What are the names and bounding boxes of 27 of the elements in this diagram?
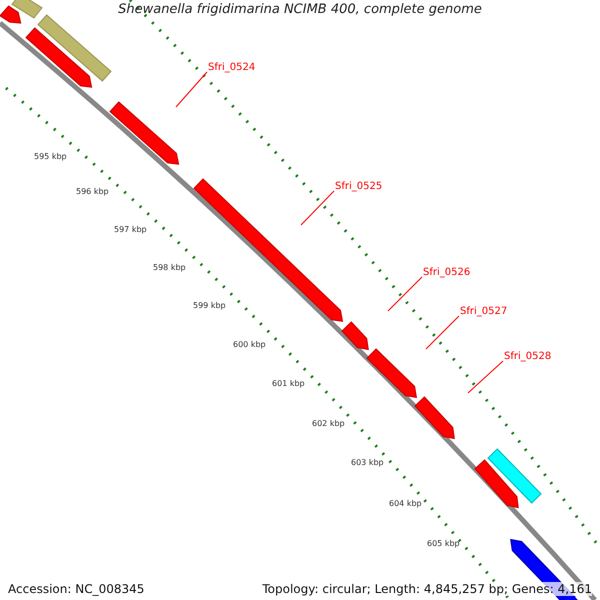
leader-line: [426, 316, 460, 350]
gene-label: Sfri_0525: [335, 181, 382, 193]
leader-line: [176, 72, 208, 108]
position-label: 602 kbp: [312, 419, 345, 429]
leader-line: [300, 190, 334, 226]
gene-label: Sfri_0526: [423, 267, 470, 279]
gene-feature: [12, 0, 42, 18]
gene-label: Sfri_0528: [504, 351, 552, 363]
accession-label: Accession: NC_008345: [8, 582, 144, 596]
position-label: 599 kbp: [193, 301, 226, 311]
leader-line: [468, 360, 504, 394]
position-label: 596 kbp: [76, 187, 109, 197]
position-label: 605 kbp: [427, 539, 460, 549]
title: Shewanella frigidimarina NCIMB 400, complete genome: [118, 2, 482, 17]
position-label: 598 kbp: [153, 263, 186, 273]
position-label: 604 kbp: [389, 499, 422, 509]
leader-line: [388, 276, 422, 312]
gene-feature: [488, 449, 541, 503]
position-label: 595 kbp: [34, 152, 67, 162]
position-label: 603 kbp: [351, 458, 384, 468]
genome-summary: Topology: circular; Length: 4,845,257 bp; Genes: 4,161: [262, 582, 592, 596]
position-label: 601 kbp: [272, 379, 305, 389]
gene-label: Sfri_0527: [460, 306, 508, 318]
position-label: 597 kbp: [114, 225, 147, 235]
position-label: 600 kbp: [233, 340, 266, 350]
gene-feature: [38, 15, 111, 81]
gene-label: Sfri_0524: [208, 62, 256, 74]
